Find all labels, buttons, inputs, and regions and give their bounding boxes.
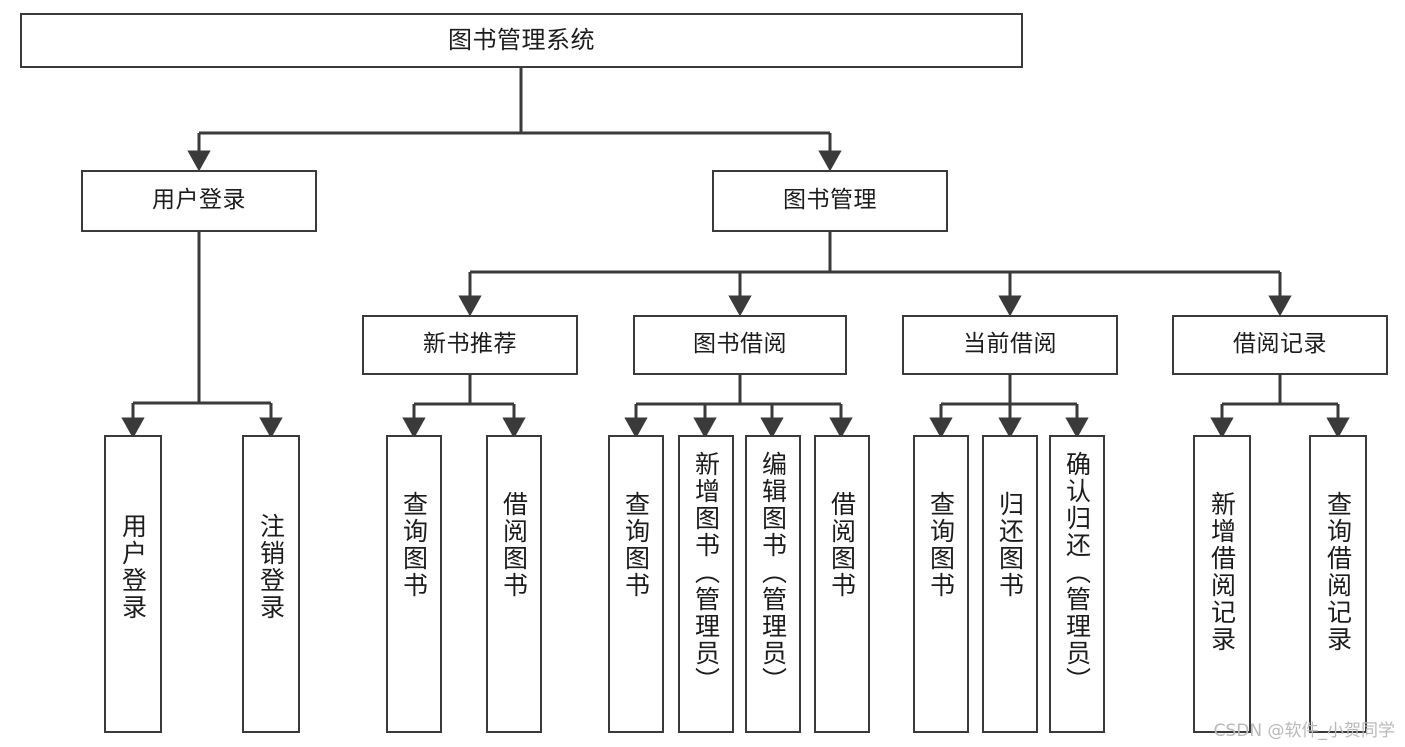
node-label: 编辑图书（管理员）: [758, 451, 788, 694]
node-label: 查询图书: [621, 491, 651, 599]
node-label: 新书推荐: [423, 331, 517, 358]
node-label: 确认归还（管理员）: [1062, 451, 1092, 694]
leaf-query-borrow-record[interactable]: 查询借阅记录: [1309, 435, 1367, 733]
node-label: 当前借阅: [963, 331, 1057, 358]
leaf-query-book-borrow[interactable]: 查询图书: [608, 435, 664, 733]
node-label: 查询图书: [399, 491, 429, 599]
leaf-borrow-book[interactable]: 借阅图书: [814, 435, 870, 733]
node-new-book-recommend[interactable]: 新书推荐: [362, 315, 578, 375]
node-book-management[interactable]: 图书管理: [712, 170, 948, 232]
node-label: 查询借阅记录: [1323, 491, 1353, 653]
node-book-borrow[interactable]: 图书借阅: [633, 315, 847, 375]
leaf-borrow-book-recommend[interactable]: 借阅图书: [486, 435, 542, 733]
leaf-query-book-current[interactable]: 查询图书: [913, 435, 969, 733]
node-label: 用户登录: [152, 187, 246, 214]
leaf-edit-book-admin[interactable]: 编辑图书（管理员）: [745, 435, 801, 733]
csdn-watermark: CSDN @软件_小贺同学: [1213, 721, 1395, 741]
leaf-return-book[interactable]: 归还图书: [982, 435, 1038, 733]
node-label: 查询图书: [926, 491, 956, 599]
node-label: 用户登录: [118, 513, 148, 621]
node-label: 图书管理系统: [448, 26, 595, 55]
node-borrow-record[interactable]: 借阅记录: [1172, 315, 1388, 375]
node-label: 注销登录: [256, 513, 286, 621]
leaf-user-login[interactable]: 用户登录: [104, 435, 162, 733]
leaf-user-logout[interactable]: 注销登录: [242, 435, 300, 733]
leaf-add-book-admin[interactable]: 新增图书（管理员）: [678, 435, 734, 733]
leaf-query-book-recommend[interactable]: 查询图书: [386, 435, 442, 733]
node-label: 图书借阅: [693, 331, 787, 358]
leaf-confirm-return-admin[interactable]: 确认归还（管理员）: [1049, 435, 1105, 733]
node-label: 借阅记录: [1233, 331, 1327, 358]
node-label: 借阅图书: [827, 491, 857, 599]
leaf-add-borrow-record[interactable]: 新增借阅记录: [1193, 435, 1251, 733]
node-label: 图书管理: [783, 187, 877, 214]
node-current-borrow[interactable]: 当前借阅: [902, 315, 1118, 375]
node-root-book-management-system[interactable]: 图书管理系统: [20, 13, 1023, 68]
node-label: 归还图书: [995, 491, 1025, 599]
node-label: 新增借阅记录: [1207, 491, 1237, 653]
node-label: 新增图书（管理员）: [691, 451, 721, 694]
node-label: 借阅图书: [499, 491, 529, 599]
node-user-login[interactable]: 用户登录: [81, 170, 317, 232]
